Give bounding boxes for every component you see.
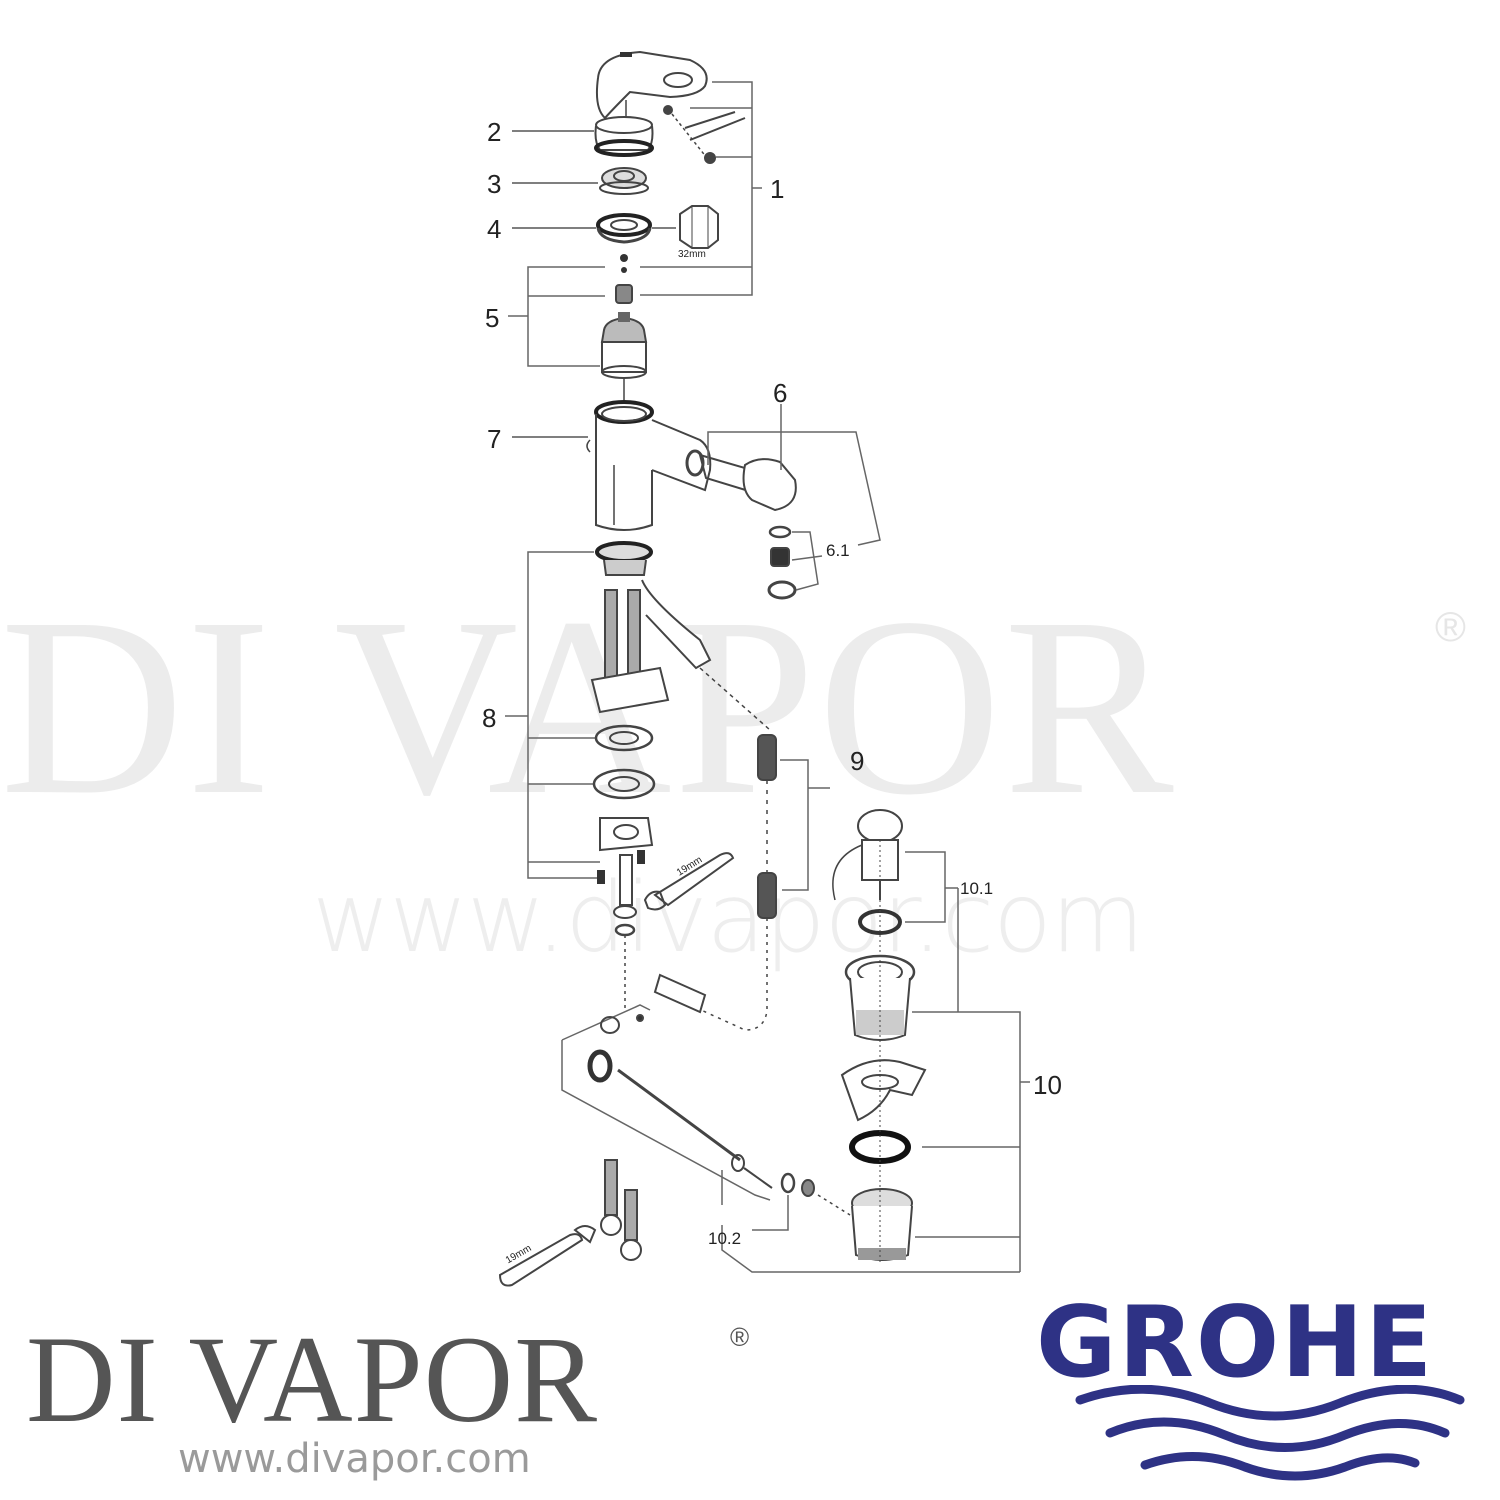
popup-rod-assembly [561,1004,815,1201]
callout-8: 8 [482,703,497,733]
lever-handle-part [595,50,746,164]
wrench-tool-lower-icon [498,1225,597,1287]
hex-socket-size-label: 32mm [678,249,706,260]
mounting-bracket-part [840,1059,927,1122]
base-seal-part [595,541,653,576]
tap-body-part [586,400,712,531]
flex-hose-parts [590,579,712,714]
watermark-registered-mark: ® [1435,603,1466,650]
callout-10-2: 10.2 [708,1229,742,1248]
callout-3: 3 [487,169,502,199]
callout-4: 4 [487,214,502,244]
callout-9: 9 [850,746,865,776]
drain-body-part [844,954,916,1041]
callout-1: 1 [770,174,785,204]
wrench-tool-upper-icon [643,852,735,911]
popup-plug-part [832,809,903,901]
cartridge-part [600,312,648,379]
grohe-logo-text: GROHE [1036,1286,1435,1400]
watermark-brand: DI VAPOR [0,566,1176,848]
callout-7: 7 [487,424,502,454]
divapor-logo-text: DI VAPOR [26,1311,598,1448]
callout-10: 10 [1033,1070,1062,1100]
callout-2: 2 [487,117,502,147]
callout-5: 5 [485,303,500,333]
hex-socket-tool-icon [679,205,719,249]
callout-6-1: 6.1 [826,541,850,560]
cap-part [594,116,654,157]
drain-tailpiece-part [851,1188,913,1261]
dome-nut-part [599,167,649,195]
spout-knob-part [698,453,797,512]
callout-6: 6 [773,378,788,408]
bolt-parts [600,1159,642,1261]
divapor-registered-mark: ® [730,1322,750,1352]
filter-parts [757,734,777,919]
callout-10-1: 10.1 [960,879,994,898]
grohe-waves-icon [1075,1385,1465,1481]
retaining-nut-part [596,213,652,244]
divapor-url: www.divapor.com [178,1436,531,1482]
aerator-parts [767,525,797,600]
watermark-url: www.divapor.com [312,862,1144,974]
